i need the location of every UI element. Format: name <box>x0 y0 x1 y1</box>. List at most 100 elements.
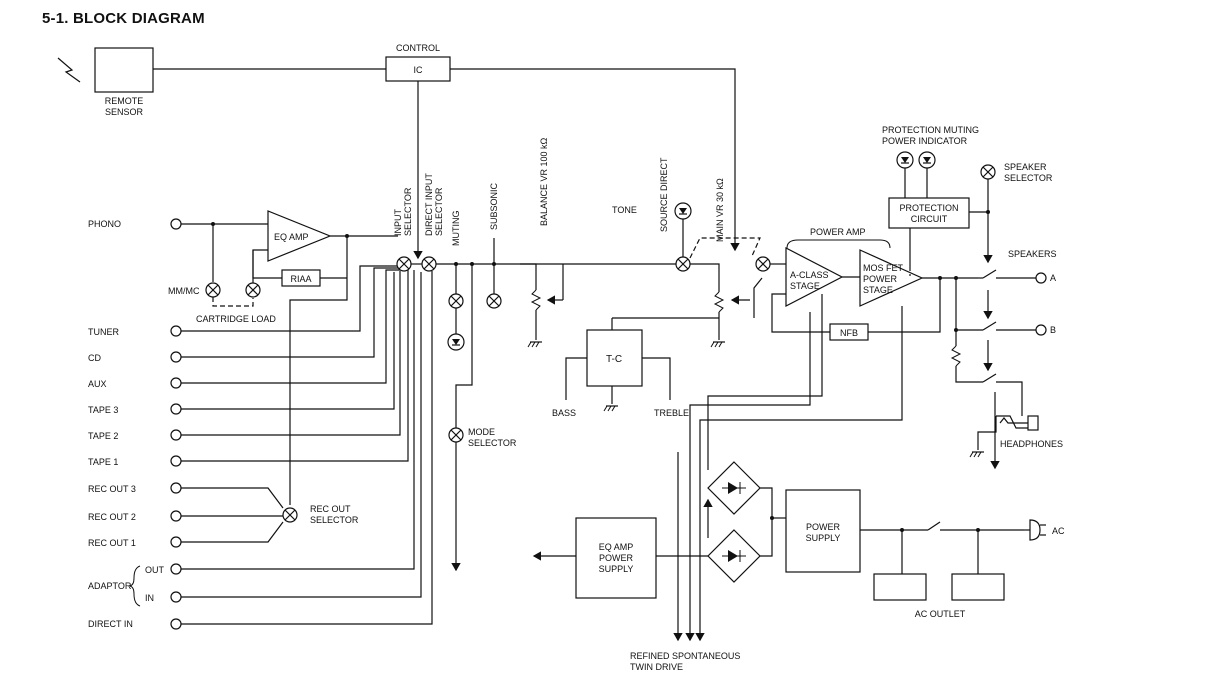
ic-label: IC <box>414 65 424 75</box>
a-class-label-1: A-CLASS <box>790 270 829 280</box>
headphones-label: HEADPHONES <box>1000 439 1063 449</box>
protection-muting-label-1: PROTECTION MUTING <box>882 125 979 135</box>
mode-selector-label-1: MODE <box>468 427 495 437</box>
power-amp-input-switch-icon <box>755 256 771 272</box>
speaker-selector-icon <box>980 164 996 180</box>
balance-vr-label: BALANCE VR 100 kΩ <box>539 137 549 226</box>
remote-sensor-label-2: SENSOR <box>105 107 144 117</box>
ac-outlet-label: AC OUTLET <box>915 609 966 619</box>
control-label: CONTROL <box>396 43 440 53</box>
speaker-selector-label-1: SPEAKER <box>1004 162 1047 172</box>
adaptor-in-label: IN <box>145 593 154 603</box>
cd-label: CD <box>88 353 101 363</box>
power-supply: POWER SUPPLY <box>785 489 861 573</box>
tape3-label: TAPE 3 <box>88 405 118 415</box>
speaker-b-label: B <box>1050 325 1056 335</box>
remote-sensor-label-1: REMOTE <box>105 96 144 106</box>
tone-selector-icon <box>675 256 691 272</box>
power-supply-label-2: SUPPLY <box>806 533 841 543</box>
eq-ps-label-1: EQ AMP <box>599 542 634 552</box>
muting-switch-icon <box>448 293 464 309</box>
rec-out3-label: REC OUT 3 <box>88 484 136 494</box>
aux-label: AUX <box>88 379 107 389</box>
main-vr-label: MAIN VR 30 kΩ <box>715 178 725 242</box>
tape2-label: TAPE 2 <box>88 431 118 441</box>
protection-circuit: PROTECTION CIRCUIT <box>888 197 970 229</box>
cartridge-load-label: CARTRIDGE LOAD <box>196 314 276 324</box>
phono-label: PHONO <box>88 219 121 229</box>
tuner-label: TUNER <box>88 327 119 337</box>
direct-input-selector-label-2: SELECTOR <box>434 187 444 236</box>
refined-label-2: TWIN DRIVE <box>630 662 683 672</box>
eq-ps-label-3: SUPPLY <box>599 564 634 574</box>
riaa-network: RIAA <box>281 269 321 287</box>
eq-ps-label-2: POWER <box>599 553 634 563</box>
speaker-selector-label-2: SELECTOR <box>1004 173 1053 183</box>
protection-muting-label-2: POWER INDICATOR <box>882 136 968 146</box>
mos-fet-label-3: STAGE <box>863 285 893 295</box>
treble-label: TREBLE <box>654 408 689 418</box>
input-selector-label-2: SELECTOR <box>403 187 413 236</box>
riaa-label: RIAA <box>290 274 311 284</box>
power-amp-label: POWER AMP <box>810 227 866 237</box>
tc-block: T-C <box>586 329 643 387</box>
remote-sensor: REMOTE SENSOR <box>57 47 154 117</box>
direct-input-selector-icon <box>421 256 437 272</box>
a-class-label-2: STAGE <box>790 281 820 291</box>
control-ic: CONTROL IC <box>385 43 451 82</box>
protection-circuit-label-2: CIRCUIT <box>911 214 948 224</box>
direct-in-label: DIRECT IN <box>88 619 133 629</box>
headphones-jack: HEADPHONES <box>969 415 1063 458</box>
source-direct-label: SOURCE DIRECT <box>659 157 669 232</box>
rec-out-selector-label-1: REC OUT <box>310 504 351 514</box>
nfb-label: NFB <box>840 328 858 338</box>
refined-label-1: REFINED SPONTANEOUS <box>630 651 740 661</box>
eq-amp-label: EQ AMP <box>274 232 309 242</box>
direct-input-selector-label-1: DIRECT INPUT <box>424 173 434 236</box>
subsonic-switch-icon <box>486 293 502 309</box>
adaptor-label: ADAPTOR <box>88 581 132 591</box>
input-selector-icon <box>396 256 412 272</box>
remote-sensor-box <box>94 47 154 93</box>
a-class-stage: A-CLASS STAGE <box>785 247 844 307</box>
input-list: TUNER CD AUX TAPE 3 TAPE 2 TAPE 1 REC OU… <box>88 325 182 630</box>
rec-out1-label: REC OUT 1 <box>88 538 136 548</box>
speaker-a-label: A <box>1050 273 1056 283</box>
mm-mc-switch-icon <box>205 282 221 298</box>
mode-selector-label-2: SELECTOR <box>468 438 517 448</box>
mos-fet-label-1: MOS FET <box>863 263 904 273</box>
protection-circuit-label-1: PROTECTION <box>899 203 958 213</box>
bridge-rectifier-top <box>707 461 761 515</box>
protection-led-2-icon <box>918 151 936 169</box>
tone-label: TONE <box>612 205 637 215</box>
ac-plug-icon <box>1024 519 1046 541</box>
diagram-title: 5-1. BLOCK DIAGRAM <box>42 10 205 27</box>
mode-selector-icon <box>448 427 464 443</box>
bridge-rectifier-bottom <box>707 529 761 583</box>
cartridge-load-switch-icon <box>245 282 261 298</box>
ac-outlet-2 <box>951 573 1005 601</box>
bass-label: BASS <box>552 408 576 418</box>
mm-mc-label: MM/MC <box>168 286 200 296</box>
eq-amp-power-supply: EQ AMP POWER SUPPLY <box>575 517 657 599</box>
power-supply-label-1: POWER <box>806 522 841 532</box>
tc-label: T-C <box>606 354 622 365</box>
protection-led-1-icon <box>896 151 914 169</box>
tape1-label: TAPE 1 <box>88 457 118 467</box>
speakers-label: SPEAKERS <box>1008 249 1057 259</box>
muting-label: MUTING <box>451 211 461 247</box>
ac-outlet-1 <box>873 573 927 601</box>
rec-out-selector-label-2: SELECTOR <box>310 515 359 525</box>
nfb-block: NFB <box>829 323 869 341</box>
mos-fet-stage: MOS FET POWER STAGE <box>859 249 924 307</box>
subsonic-label: SUBSONIC <box>489 182 499 230</box>
input-selector-label-1: INPUT <box>393 208 403 236</box>
rec-out-selector-icon <box>282 507 298 523</box>
phono-input: PHONO <box>88 218 182 230</box>
muting-diode-icon <box>447 333 465 351</box>
rec-out2-label: REC OUT 2 <box>88 512 136 522</box>
ac-label: AC <box>1052 526 1065 536</box>
source-direct-led-icon <box>674 202 692 220</box>
eq-amp: EQ AMP <box>267 210 332 262</box>
